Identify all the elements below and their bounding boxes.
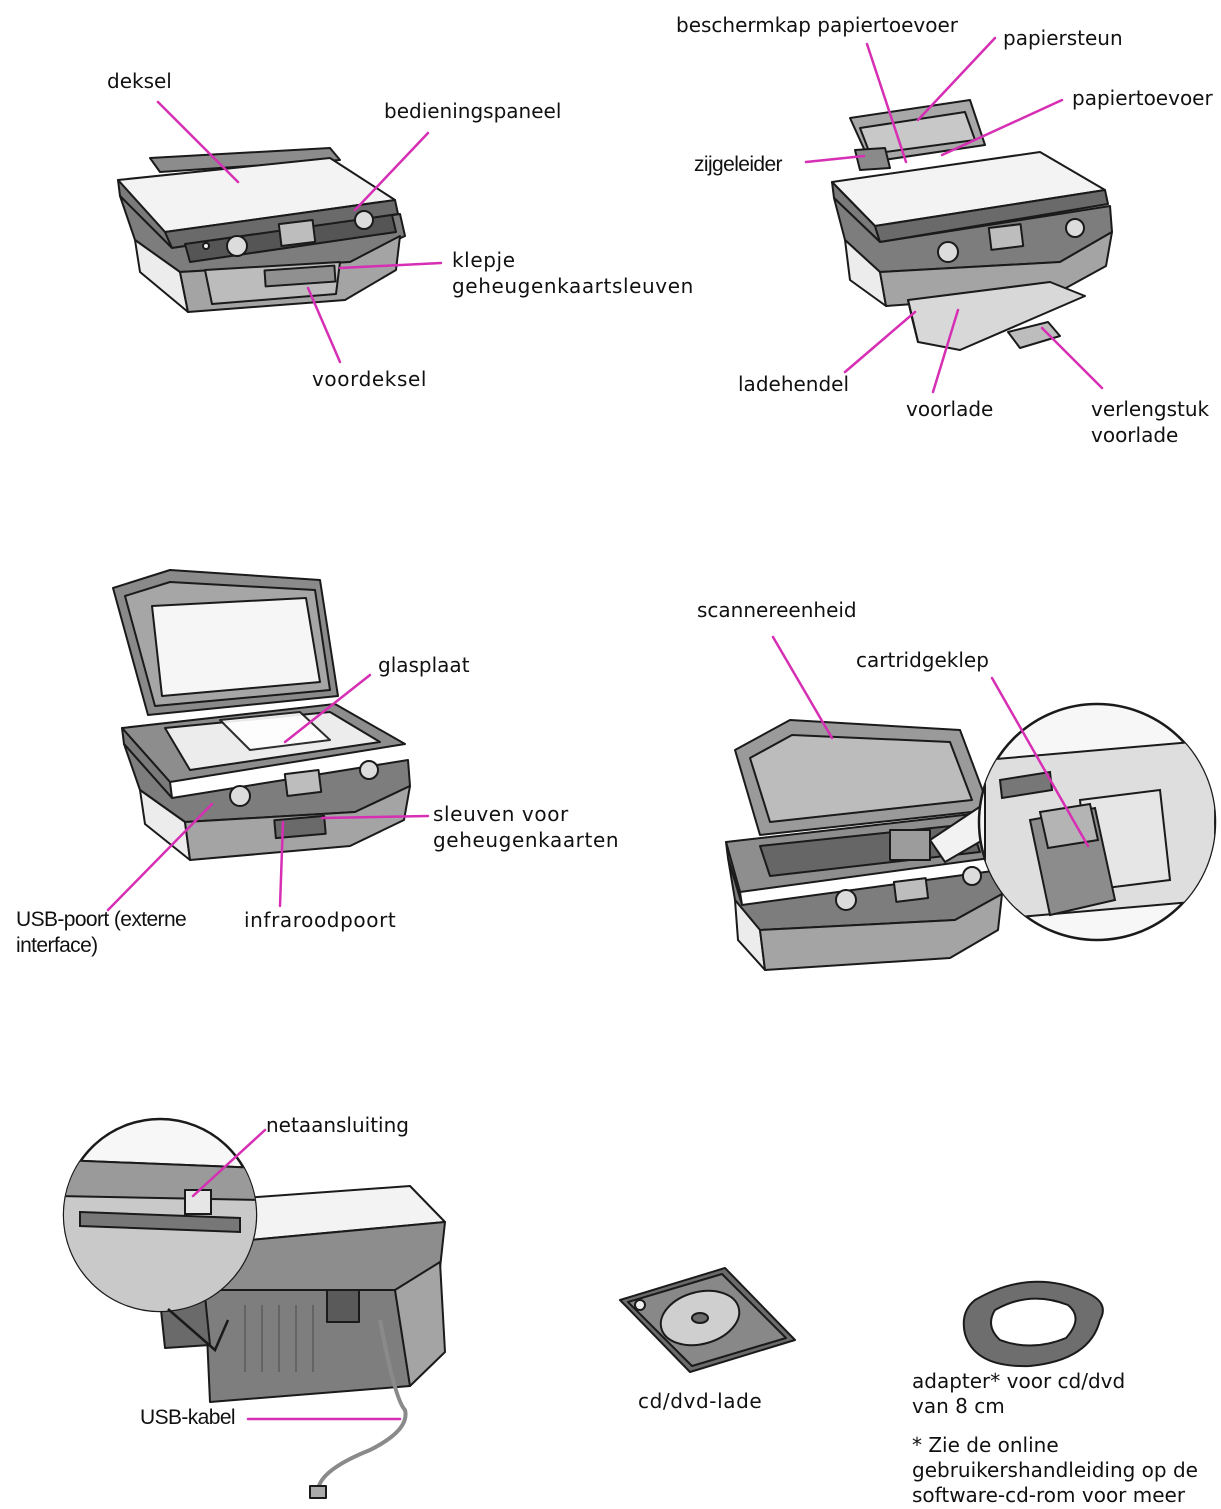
leader-cartridgeklep: [990, 676, 1090, 848]
leader-netaansluiting: [191, 1128, 267, 1198]
printer-back-illustration: [159, 1185, 446, 1499]
label-cartridgeklep: cartridgeklep: [856, 648, 989, 672]
printer-cartridge-illustration: [725, 719, 1006, 971]
leader-papiersteun: [916, 36, 997, 122]
label-netaansluiting: netaansluiting: [266, 1113, 409, 1137]
label-papiersteun: papiersteun: [1003, 26, 1123, 50]
adapter-8cm-illustration: [962, 1280, 1104, 1368]
cd-dvd-tray-illustration: [619, 1267, 796, 1373]
label-voorlade: voorlade: [906, 397, 994, 421]
label-klepje-geheugenkaartsleuven: klepje geheugenkaartsleuven: [452, 247, 694, 299]
leader-ladehendel: [843, 310, 917, 374]
printer-closed-illustration: [117, 147, 406, 313]
label-glasplaat: glasplaat: [378, 653, 470, 677]
footnote-line3: software-cd-rom voor meer: [912, 1483, 1186, 1507]
label-adapter-8cm: adapter* voor cd/dvd van 8 cm: [912, 1369, 1125, 1419]
footnote-line1: * Zie de online: [912, 1433, 1059, 1457]
footnote: * Zie de online gebruikershandleiding op…: [912, 1433, 1198, 1508]
printer-scanner-open-illustration: [112, 569, 411, 861]
leader-verlengstuk: [1040, 326, 1104, 390]
leader-lines: [106, 36, 1104, 1421]
leader-glasplaat: [283, 673, 372, 744]
label-adapter-line1: adapter* voor cd/dvd: [912, 1369, 1126, 1393]
leader-sleuven: [320, 814, 430, 820]
label-zijgeleider: zijgeleider: [694, 153, 783, 176]
label-sleuven-line1: sleuven voor: [433, 802, 569, 826]
label-sleuven-line2: geheugenkaarten: [433, 828, 620, 852]
leader-klepje: [338, 261, 443, 270]
leader-voorlade: [931, 308, 960, 394]
label-usb-kabel: USB-kabel: [140, 1406, 236, 1429]
printer-trays-illustration: [831, 99, 1113, 351]
label-usb-poort: USB-poort (externe interface): [16, 907, 187, 959]
label-beschermkap-papiertoevoer: beschermkap papiertoevoer: [676, 13, 959, 37]
label-deksel: deksel: [107, 69, 172, 93]
label-infraroodpoort: infraroodpoort: [244, 908, 397, 932]
leader-usb-poort: [106, 802, 214, 912]
label-sleuven-geheugenkaarten: sleuven voor geheugenkaarten: [433, 801, 619, 853]
leader-zijgeleider: [804, 154, 866, 164]
leader-voordeksel: [306, 286, 342, 364]
leader-bedieningspaneel: [353, 131, 430, 212]
label-adapter-line2: van 8 cm: [912, 1394, 1005, 1418]
label-ladehendel: ladehendel: [738, 372, 850, 396]
label-papiertoevoer: papiertoevoer: [1072, 86, 1213, 110]
label-klepje-line1: klepje: [452, 248, 516, 272]
leader-infraroodpoort: [278, 820, 285, 908]
leader-papiertoevoer: [940, 98, 1064, 157]
leader-deksel: [156, 100, 240, 184]
label-verlengstuk-voorlade: verlengstuk voorlade: [1091, 396, 1209, 448]
label-usb-poort-line1: USB-poort (externe: [16, 908, 187, 931]
label-bedieningspaneel: bedieningspaneel: [384, 99, 562, 123]
leader-scannereenheid: [771, 635, 834, 740]
label-klepje-line2: geheugenkaartsleuven: [452, 274, 694, 298]
label-cd-dvd-lade: cd/dvd-lade: [638, 1389, 763, 1413]
power-inlet-zoom-inset: [62, 1117, 258, 1353]
label-verlengstuk-line1: verlengstuk: [1091, 397, 1210, 421]
footnote-line2: gebruikershandleiding op de: [912, 1458, 1198, 1482]
label-verlengstuk-line2: voorlade: [1091, 423, 1179, 447]
label-voordeksel: voordeksel: [312, 367, 428, 391]
leader-beschermkap: [865, 42, 908, 164]
label-scannereenheid: scannereenheid: [697, 598, 857, 622]
label-usb-poort-line2: interface): [16, 934, 98, 957]
cartridge-zoom-inset: [977, 702, 1217, 942]
